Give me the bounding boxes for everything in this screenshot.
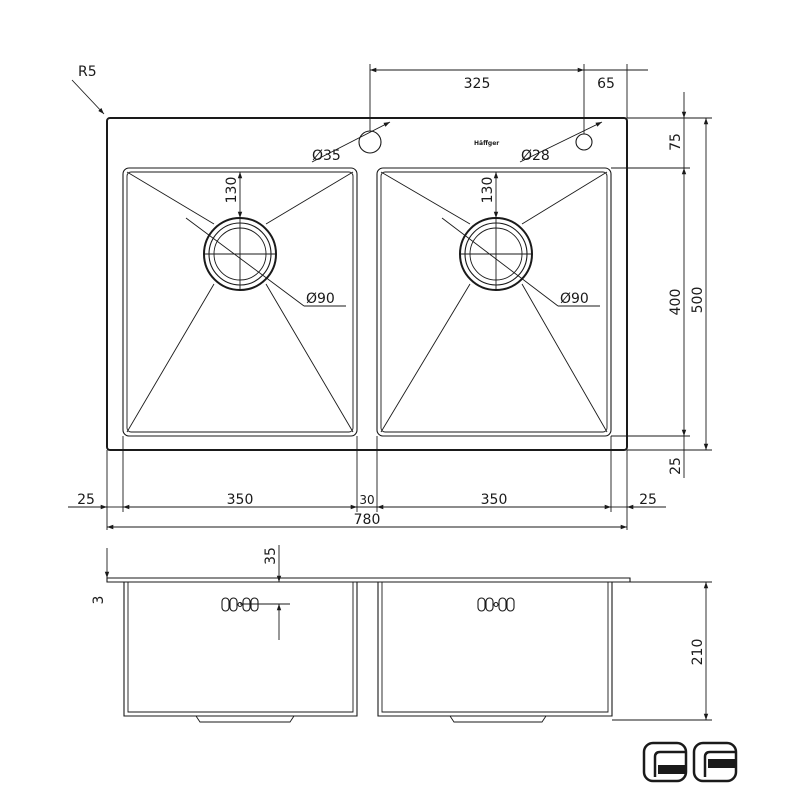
dim-right-offset: 65: [597, 76, 615, 92]
side-bowl-right: [377, 582, 613, 717]
brand-logo: Häffger: [474, 140, 499, 147]
dim-left-rim: 25: [77, 492, 95, 508]
dim-hole-left: Ø35: [312, 148, 341, 164]
left-drain: [203, 217, 277, 291]
dim-overall-width: 780: [354, 512, 381, 528]
overflow-right: [477, 597, 515, 612]
dim-bowl-left-width: 350: [227, 492, 254, 508]
dim-bottom-rim: 25: [668, 457, 684, 475]
dim-right-rim: 25: [639, 492, 657, 508]
sink-outline: [106, 117, 628, 451]
dim-drain-offset-left: 130: [224, 177, 240, 204]
side-bowl-left: [123, 582, 358, 717]
dim-overflow-height: 35: [263, 547, 279, 565]
dim-drain-right: Ø90: [560, 291, 589, 307]
dim-corner-radius: R5: [78, 64, 97, 80]
dim-bowl-right-width: 350: [481, 492, 508, 508]
side-flange: [106, 577, 631, 583]
dim-drain-offset-right: 130: [480, 177, 496, 204]
dim-tap-distance: 325: [464, 76, 491, 92]
top-view: Häffger R5 325 65 Ø35 Ø28 130 130 Ø90 Ø9…: [68, 64, 712, 530]
flush-mount-install-icon: [692, 741, 738, 783]
dim-flange: 3: [91, 596, 107, 605]
dim-bowl-height: 210: [690, 639, 706, 666]
side-view: 3 35 210: [91, 545, 712, 723]
dim-drain-left: Ø90: [306, 291, 335, 307]
left-bowl: [122, 167, 358, 437]
dim-divider: 30: [359, 493, 374, 507]
dim-bowl-depth: 400: [668, 289, 684, 316]
tap-hole-left: [358, 130, 382, 154]
dim-overall-depth: 500: [690, 287, 706, 314]
dim-hole-right: Ø28: [521, 148, 550, 164]
overflow-left: [221, 597, 259, 612]
tap-hole-right: [575, 133, 593, 151]
right-drain: [459, 217, 533, 291]
undermount-install-icon: [642, 741, 688, 783]
dim-top-rim: 75: [668, 133, 684, 151]
